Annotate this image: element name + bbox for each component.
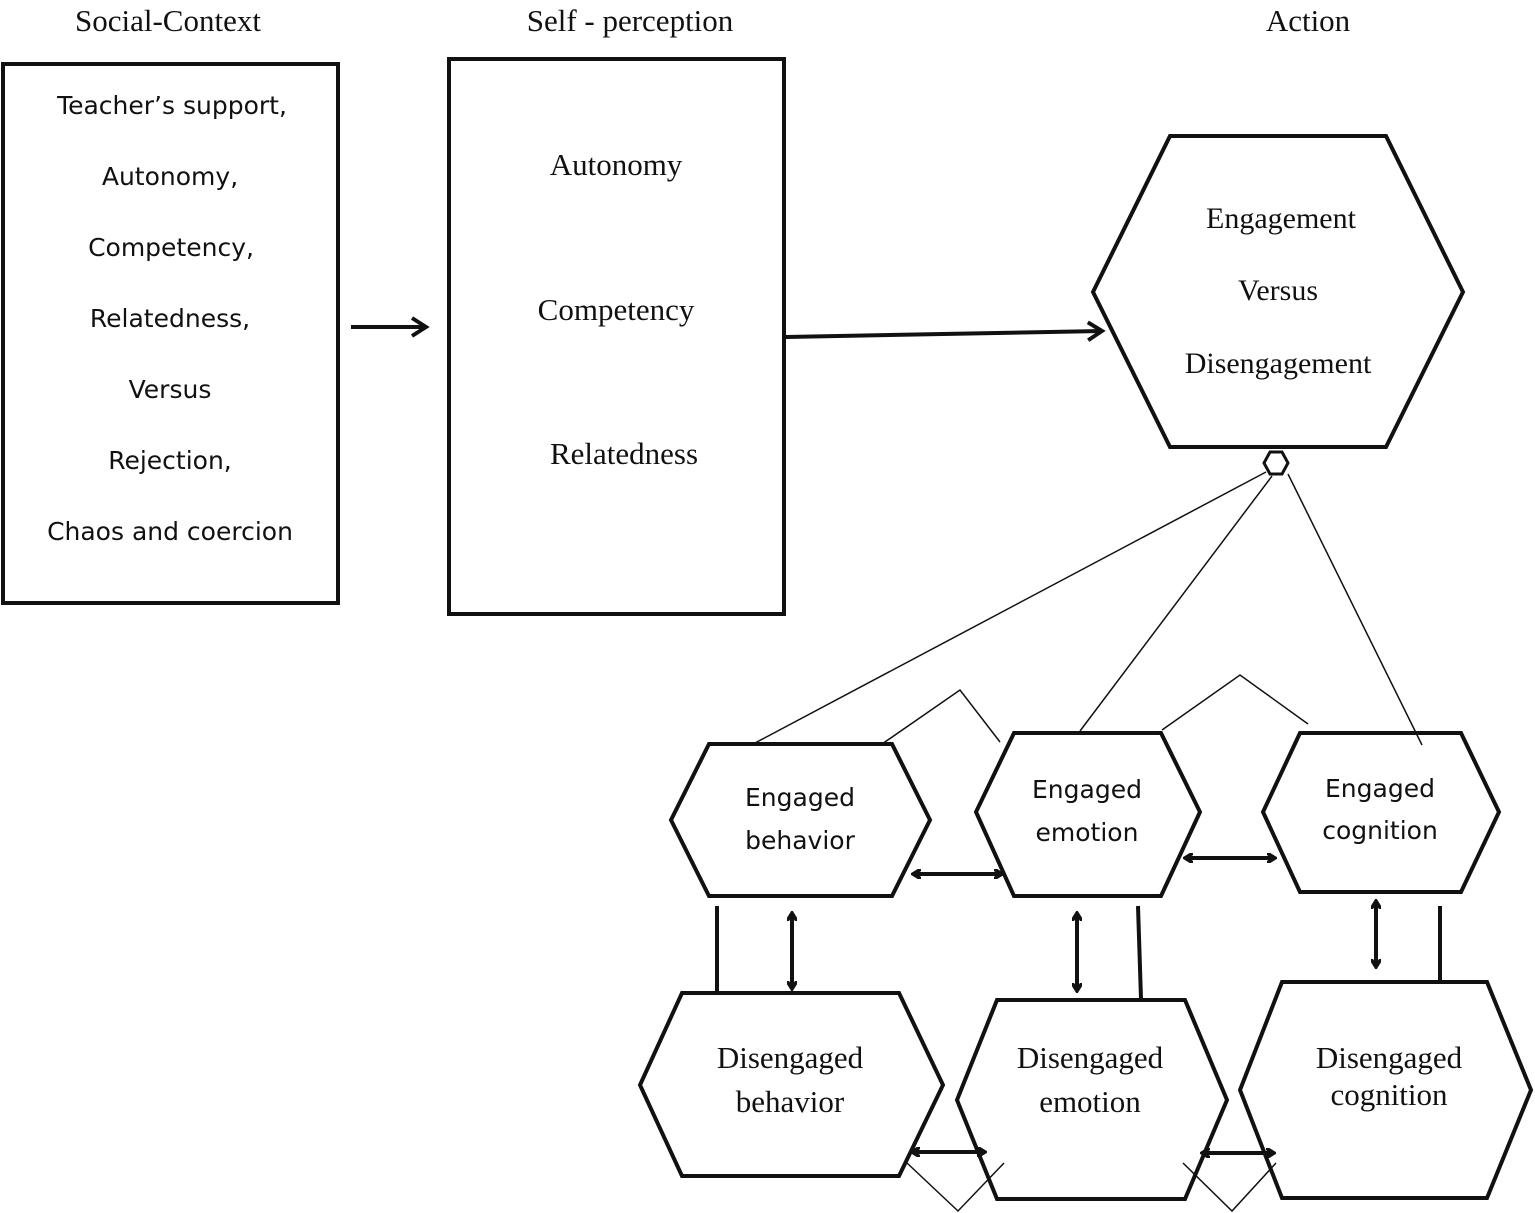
peak-connector-2 [1161, 674, 1309, 731]
connector-node [1262, 450, 1290, 476]
social-context-item: Relatedness, [90, 304, 250, 333]
disengaged-emotion-line2: emotion [1039, 1084, 1141, 1119]
vertical-bar-emotion [1136, 905, 1143, 1000]
social-context-item: Autonomy, [102, 162, 238, 191]
social-context-item: Chaos and coercion [47, 517, 293, 546]
disengaged-cognition-line2: cognition [1330, 1077, 1448, 1112]
self-perception-item: Relatedness [550, 436, 698, 471]
valley-connector-1 [906, 1162, 1005, 1213]
action-line-versus: Versus [1238, 274, 1318, 307]
arrow-self-to-action [785, 320, 1106, 342]
engaged-behavior-line2: behavior [745, 826, 855, 855]
self-perception-item: Competency [538, 292, 695, 327]
action-line-disengagement: Disengagement [1185, 347, 1372, 380]
social-context-box [1, 62, 340, 605]
action-line-engagement: Engagement [1206, 202, 1357, 235]
engaged-emotion-hexagon [973, 731, 1203, 898]
social-context-item: Versus [129, 375, 212, 404]
engaged-behavior-line1: Engaged [745, 783, 855, 812]
disengaged-emotion-line1: Disengaged [1017, 1040, 1164, 1075]
fan-line-behavior [754, 471, 1267, 744]
disengaged-behavior-line1: Disengaged [717, 1040, 864, 1075]
disengaged-behavior-hexagon [637, 991, 946, 1178]
engaged-behavior-hexagon [668, 742, 933, 898]
engaged-cognition-hexagon [1260, 731, 1502, 894]
social-context-item: Competency, [88, 233, 254, 262]
header-self-perception: Self - perception [527, 3, 734, 38]
header-action: Action [1266, 3, 1351, 38]
disengaged-cognition-line1: Disengaged [1316, 1040, 1463, 1075]
engaged-cognition-line1: Engaged [1325, 774, 1435, 803]
fan-line-emotion [1079, 475, 1273, 732]
fan-line-cognition [1287, 473, 1423, 746]
self-perception-box [447, 57, 786, 616]
header-social-context: Social-Context [75, 3, 261, 38]
engaged-cognition-line2: cognition [1322, 816, 1438, 845]
disengaged-emotion-hexagon [954, 998, 1230, 1201]
engaged-emotion-line1: Engaged [1032, 775, 1142, 804]
engaged-emotion-line2: emotion [1036, 818, 1139, 847]
valley-connector-2 [1182, 1162, 1277, 1213]
disengaged-cognition-hexagon [1237, 980, 1534, 1200]
social-context-item: Rejection, [108, 446, 232, 475]
peak-connector-1 [881, 688, 1001, 745]
self-perception-item: Autonomy [550, 147, 683, 182]
social-context-item: Teacher’s support, [56, 91, 287, 120]
disengaged-behavior-line2: behavior [736, 1084, 845, 1119]
action-hexagon [1090, 134, 1466, 449]
